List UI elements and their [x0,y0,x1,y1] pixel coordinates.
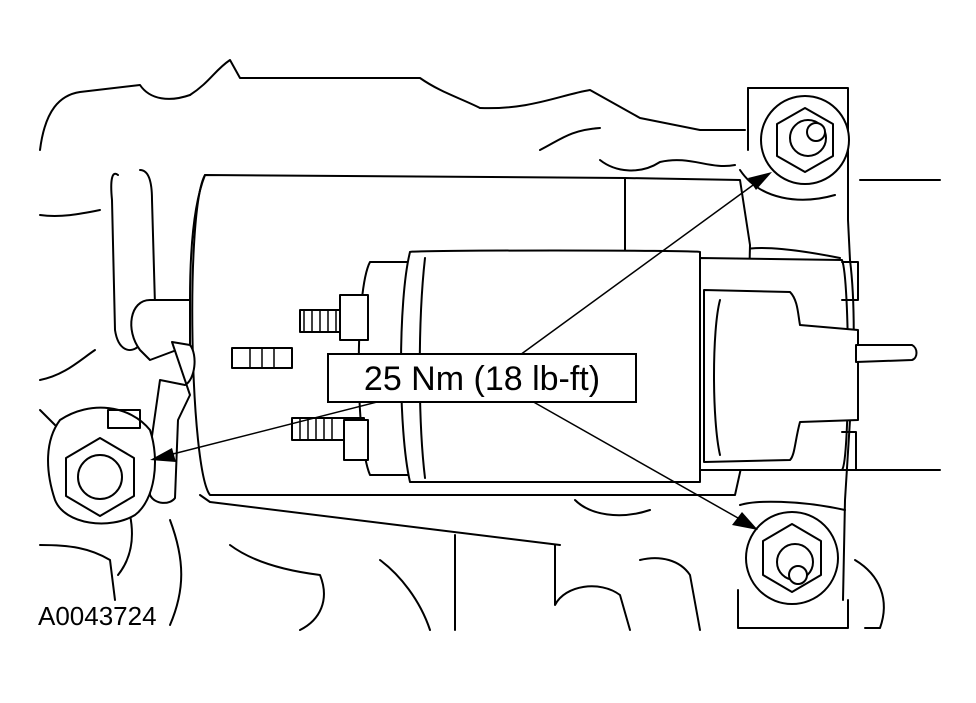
arrow-left [150,448,176,462]
arrow-upper-right [748,172,772,190]
upper-terminal-nut [339,294,369,341]
upper-right-bolt [760,95,850,185]
lower-right-bolt [745,511,839,605]
leader-arrows [150,172,772,530]
torque-callout: 25 Nm (18 lb-ft) [327,353,637,403]
left-bolt [65,437,135,517]
lower-terminal-nut [343,419,369,461]
torque-spec-label: 25 Nm (18 lb-ft) [364,360,600,398]
engine-block-outline [39,59,941,631]
arrow-lower-right [732,512,758,530]
figure-id: A0043724 [38,601,157,631]
